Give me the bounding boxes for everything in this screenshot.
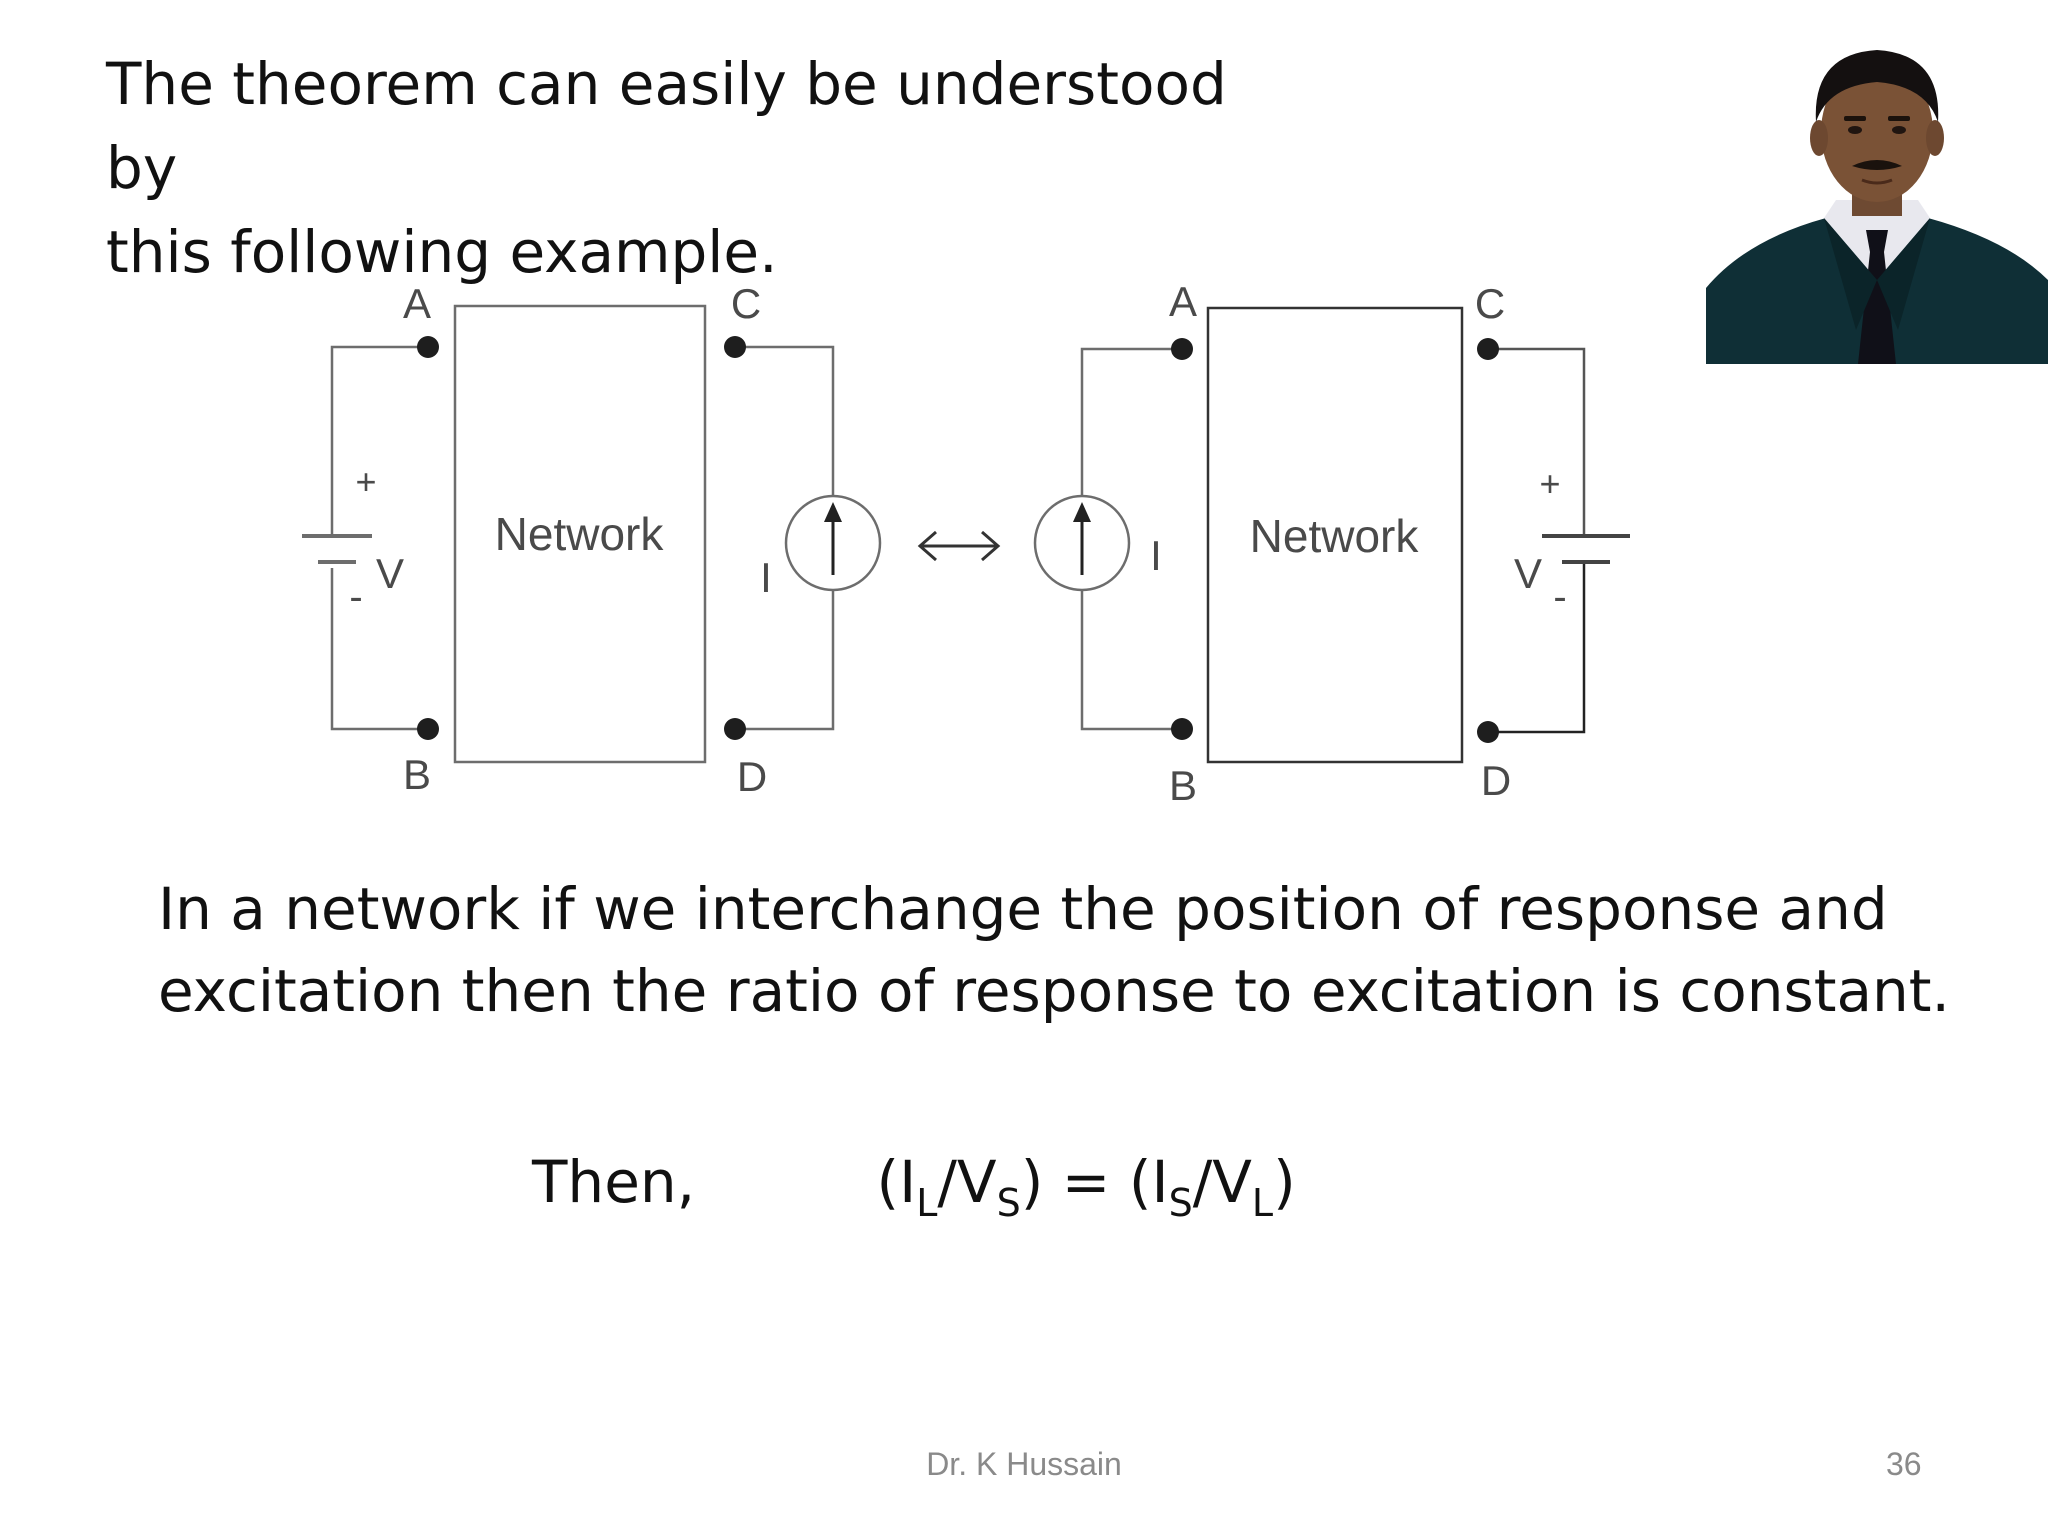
intro-line-1: The theorem can easily be understood by — [106, 50, 1227, 202]
statement-text: In a network if we interchange the posit… — [158, 868, 1998, 1032]
presenter-portrait — [1706, 30, 2048, 364]
slide-number: 36 — [1886, 1446, 1922, 1482]
left-terminal-b-dot — [417, 718, 439, 740]
footer-author: Dr. K Hussain — [926, 1446, 1122, 1482]
formula-subscript: S — [996, 1181, 1021, 1225]
left-source-minus: - — [349, 575, 362, 619]
right-terminal-c-dot — [1477, 338, 1499, 360]
left-terminal-d-dot — [724, 718, 746, 740]
relation-prefix: Then, — [532, 1148, 696, 1216]
intro-text: The theorem can easily be understood by … — [106, 42, 1306, 294]
formula-subscript: L — [1251, 1181, 1274, 1225]
right-terminal-d-dot — [1477, 721, 1499, 743]
reciprocity-relation: Then, (IL/VS) = (IS/VL) — [532, 1142, 1296, 1243]
left-network-block — [453, 304, 707, 764]
right-network-block — [1206, 306, 1464, 764]
left-current-label: I — [760, 554, 772, 601]
left-source-plus: + — [355, 461, 376, 502]
formula-symbol: V — [1212, 1148, 1252, 1216]
statement-line-2: excitation then the ratio of response to… — [158, 957, 1950, 1025]
right-terminal-a-label: A — [1169, 278, 1197, 325]
reciprocity-circuit-diagram: Network A B C D + - V I ↔ Network A B C … — [302, 270, 1630, 809]
right-terminal-a-dot — [1171, 338, 1193, 360]
left-network-label: Network — [495, 508, 665, 560]
left-terminal-c-dot — [724, 336, 746, 358]
person-portrait-icon — [1706, 30, 2048, 364]
intro-line-2: this following example. — [106, 218, 778, 286]
right-current-source — [1033, 494, 1131, 592]
left-terminal-a-label: A — [403, 280, 431, 327]
right-terminal-b-label: B — [1169, 762, 1197, 809]
formula-symbol: I — [899, 1148, 917, 1216]
formula-subscript: L — [916, 1181, 938, 1225]
right-source-minus: - — [1553, 575, 1566, 619]
left-current-source — [784, 494, 882, 592]
right-network-label: Network — [1250, 510, 1420, 562]
formula-subscript: S — [1168, 1181, 1193, 1225]
formula-symbol: V — [956, 1148, 997, 1216]
left-terminal-d-label: D — [737, 753, 767, 800]
right-terminal-d-label: D — [1481, 757, 1511, 804]
left-terminal-b-label: B — [403, 751, 431, 798]
right-source-plus: + — [1539, 463, 1560, 504]
relation-formula: (IL/VS) = (IS/VL) — [876, 1148, 1296, 1225]
right-voltage-label: V — [1514, 550, 1542, 597]
swap-symbol: ↔ — [959, 270, 960, 271]
left-voltage-label: V — [376, 550, 404, 597]
left-terminal-a-dot — [417, 336, 439, 358]
right-terminal-b-dot — [1171, 718, 1193, 740]
right-terminal-c-label: C — [1475, 280, 1505, 327]
right-current-label: I — [1150, 532, 1162, 579]
formula-symbol: I — [1151, 1148, 1169, 1216]
statement-line-1: In a network if we interchange the posit… — [158, 875, 1888, 943]
left-terminal-c-label: C — [731, 280, 761, 327]
